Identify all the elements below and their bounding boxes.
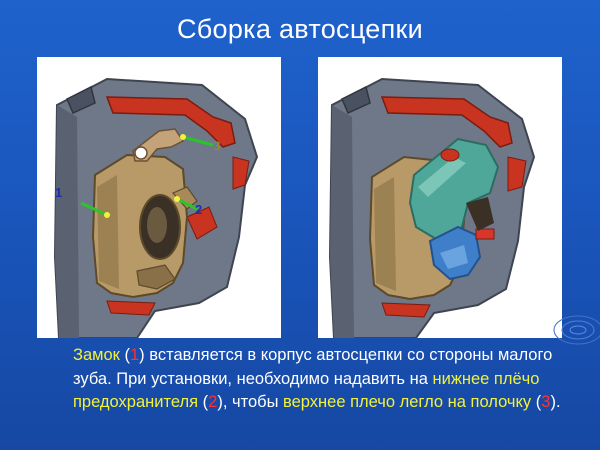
caption-text-1: ) вставляется в корпус автосцепки со сто… bbox=[73, 346, 553, 388]
coupler-figure-left: 1 2 3 bbox=[37, 57, 281, 338]
label-2: 2 bbox=[195, 202, 202, 217]
coupler-assembled-illustration bbox=[328, 77, 536, 338]
caption-number-1: 1 bbox=[129, 346, 140, 364]
label-1: 1 bbox=[55, 185, 62, 200]
caption-term-upper-shoulder: верхнее плечо легло на полочку bbox=[283, 393, 532, 411]
coupler-figure-right bbox=[318, 57, 562, 338]
slide-title: Сборка автосцепки bbox=[176, 14, 424, 44]
caption-text-3: ). bbox=[550, 393, 561, 411]
caption-paren: ( bbox=[198, 393, 209, 411]
leader-line-1 bbox=[80, 201, 108, 217]
caption-number-2: 2 bbox=[208, 393, 218, 411]
leader-line-2 bbox=[176, 197, 198, 211]
caption-term-lower-shoulder: нижнее плёчо предохранителя bbox=[73, 369, 540, 412]
caption-paren: ( bbox=[119, 346, 130, 364]
caption-term-lock: Замок bbox=[73, 346, 120, 364]
label-3: 3 bbox=[214, 138, 221, 153]
caption-text: Замок (1) вставляется в корпус автосцепк… bbox=[73, 344, 573, 415]
leader-line-3 bbox=[182, 135, 214, 147]
caption-text-2: ), чтобы bbox=[217, 393, 284, 411]
coupler-lock-illustration: 1 2 3 bbox=[53, 77, 259, 338]
decorative-ripple bbox=[553, 315, 600, 345]
caption-paren: ( bbox=[531, 393, 542, 411]
caption-number-3: 3 bbox=[541, 393, 551, 411]
